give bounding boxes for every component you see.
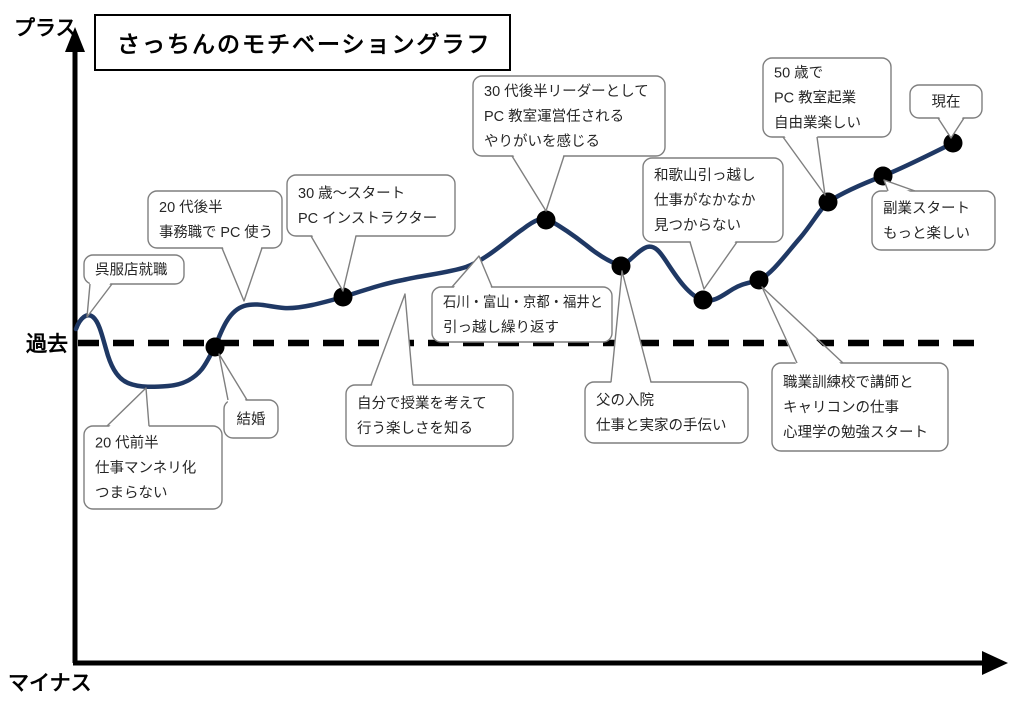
callout-tail bbox=[782, 136, 826, 196]
callout-box bbox=[431, 286, 613, 343]
motivation-curve-layer bbox=[73, 133, 963, 390]
milestone-dot bbox=[333, 287, 353, 307]
y-axis-plus-label: プラス bbox=[14, 17, 77, 40]
callout-text: 30 代後半リーダーとして bbox=[484, 83, 649, 100]
callout-text: 心理学の勉強スタート bbox=[783, 424, 928, 441]
callout-tail bbox=[689, 241, 738, 290]
callout-text: PC インストラクター bbox=[298, 210, 437, 227]
callout-text: つまらない bbox=[95, 485, 168, 502]
callout-box bbox=[147, 190, 283, 249]
callout-box bbox=[83, 425, 223, 510]
callout-box bbox=[871, 190, 996, 251]
callout-text: 50 歳で bbox=[774, 65, 823, 82]
callout-box bbox=[223, 399, 279, 439]
callout-box bbox=[83, 254, 185, 285]
callout-text: 自由業楽しい bbox=[774, 115, 861, 132]
callout-age-30-pc-instructor: 30 歳〜スタート PC インストラクター bbox=[286, 174, 456, 292]
x-axis-arrow-right-icon bbox=[982, 651, 1008, 675]
callout-text: PC 教室運営任される bbox=[484, 108, 624, 125]
callout-text: 事務職で PC 使う bbox=[159, 224, 273, 241]
milestone-dot bbox=[693, 290, 713, 310]
milestone-dot bbox=[749, 270, 769, 290]
callout-tail-fill bbox=[107, 388, 149, 429]
milestone-dot bbox=[611, 256, 631, 276]
callout-tail bbox=[883, 179, 916, 192]
title-box: さっちんのモチベーショングラフ bbox=[94, 14, 511, 71]
callout-kimono-shop-job: 呉服店就職 bbox=[83, 254, 185, 318]
callout-text: やりがいを感じる bbox=[484, 133, 600, 150]
callout-text: 仕事マンネリ化 bbox=[95, 460, 196, 477]
title-frame bbox=[94, 14, 511, 71]
callout-tail bbox=[86, 283, 113, 318]
callout-box bbox=[345, 384, 514, 447]
baseline-past-label: 過去 bbox=[26, 332, 68, 356]
callout-text: 呉服店就職 bbox=[95, 262, 168, 279]
callout-tail bbox=[511, 155, 565, 212]
callout-text: 仕事と実家の手伝い bbox=[596, 417, 727, 434]
callout-box bbox=[762, 57, 892, 138]
callout-tail bbox=[610, 270, 652, 383]
callout-tail-fill bbox=[611, 271, 651, 385]
callout-text: 石川・富山・京都・福井と bbox=[443, 293, 603, 311]
callout-tail bbox=[370, 293, 414, 386]
callout-text: 副業スタート bbox=[883, 200, 970, 217]
milestone-dot bbox=[536, 210, 556, 230]
callout-box bbox=[771, 362, 949, 452]
callout-box bbox=[584, 381, 749, 444]
chart-title: さっちんのモチベーショングラフ bbox=[117, 31, 492, 57]
callout-text: 現在 bbox=[932, 94, 961, 111]
callout-tail bbox=[310, 235, 357, 292]
callout-text: 行う楽しさを知る bbox=[357, 420, 473, 437]
callout-tail-fill bbox=[311, 233, 356, 291]
callout-tail bbox=[937, 117, 965, 139]
callout-tail-fill bbox=[690, 239, 737, 289]
callout-tail bbox=[218, 353, 248, 401]
callout-tail bbox=[221, 247, 263, 302]
callout-text: 引っ越し繰り返す bbox=[443, 319, 559, 336]
callout-text: 自分で授業を考えて bbox=[357, 395, 487, 412]
milestone-dot bbox=[205, 337, 225, 357]
callout-text: もっと楽しい bbox=[883, 225, 970, 242]
callout-tail bbox=[451, 255, 493, 288]
callout-marriage: 結婚 bbox=[218, 353, 279, 439]
callout-now: 現在 bbox=[909, 84, 983, 139]
callout-text: 30 歳〜スタート bbox=[298, 185, 405, 202]
callout-text: キャリコンの仕事 bbox=[783, 399, 899, 416]
callout-text: PC 教室起業 bbox=[774, 90, 856, 107]
callout-text: 父の入院 bbox=[596, 392, 654, 409]
y-axis-minus-label: マイナス bbox=[8, 672, 92, 695]
callout-box bbox=[472, 75, 666, 157]
axes: プラス 過去 マイナス bbox=[8, 17, 1008, 695]
callout-tail-fill bbox=[512, 153, 564, 211]
callout-tail bbox=[106, 387, 150, 427]
callout-text: 20 代前半 bbox=[95, 435, 159, 452]
callout-text: 20 代後半 bbox=[159, 199, 223, 216]
callout-tail-fill bbox=[884, 180, 915, 194]
callout-box bbox=[286, 174, 456, 237]
callout-tail-fill bbox=[938, 115, 964, 138]
callout-text: 見つからない bbox=[654, 217, 741, 234]
callout-tail-fill bbox=[222, 245, 262, 301]
milestone-dot bbox=[943, 133, 963, 153]
callout-tail-fill bbox=[371, 294, 413, 388]
callout-text: 仕事がなかなか bbox=[654, 192, 756, 209]
callout-text: 結婚 bbox=[237, 411, 266, 428]
callout-text: 職業訓練校で講師と bbox=[783, 374, 914, 391]
callout-text: 和歌山引っ越し bbox=[654, 167, 756, 184]
callout-tail bbox=[761, 286, 844, 364]
milestone-dot bbox=[818, 192, 838, 212]
y-axis-arrow-up-icon bbox=[65, 27, 85, 52]
